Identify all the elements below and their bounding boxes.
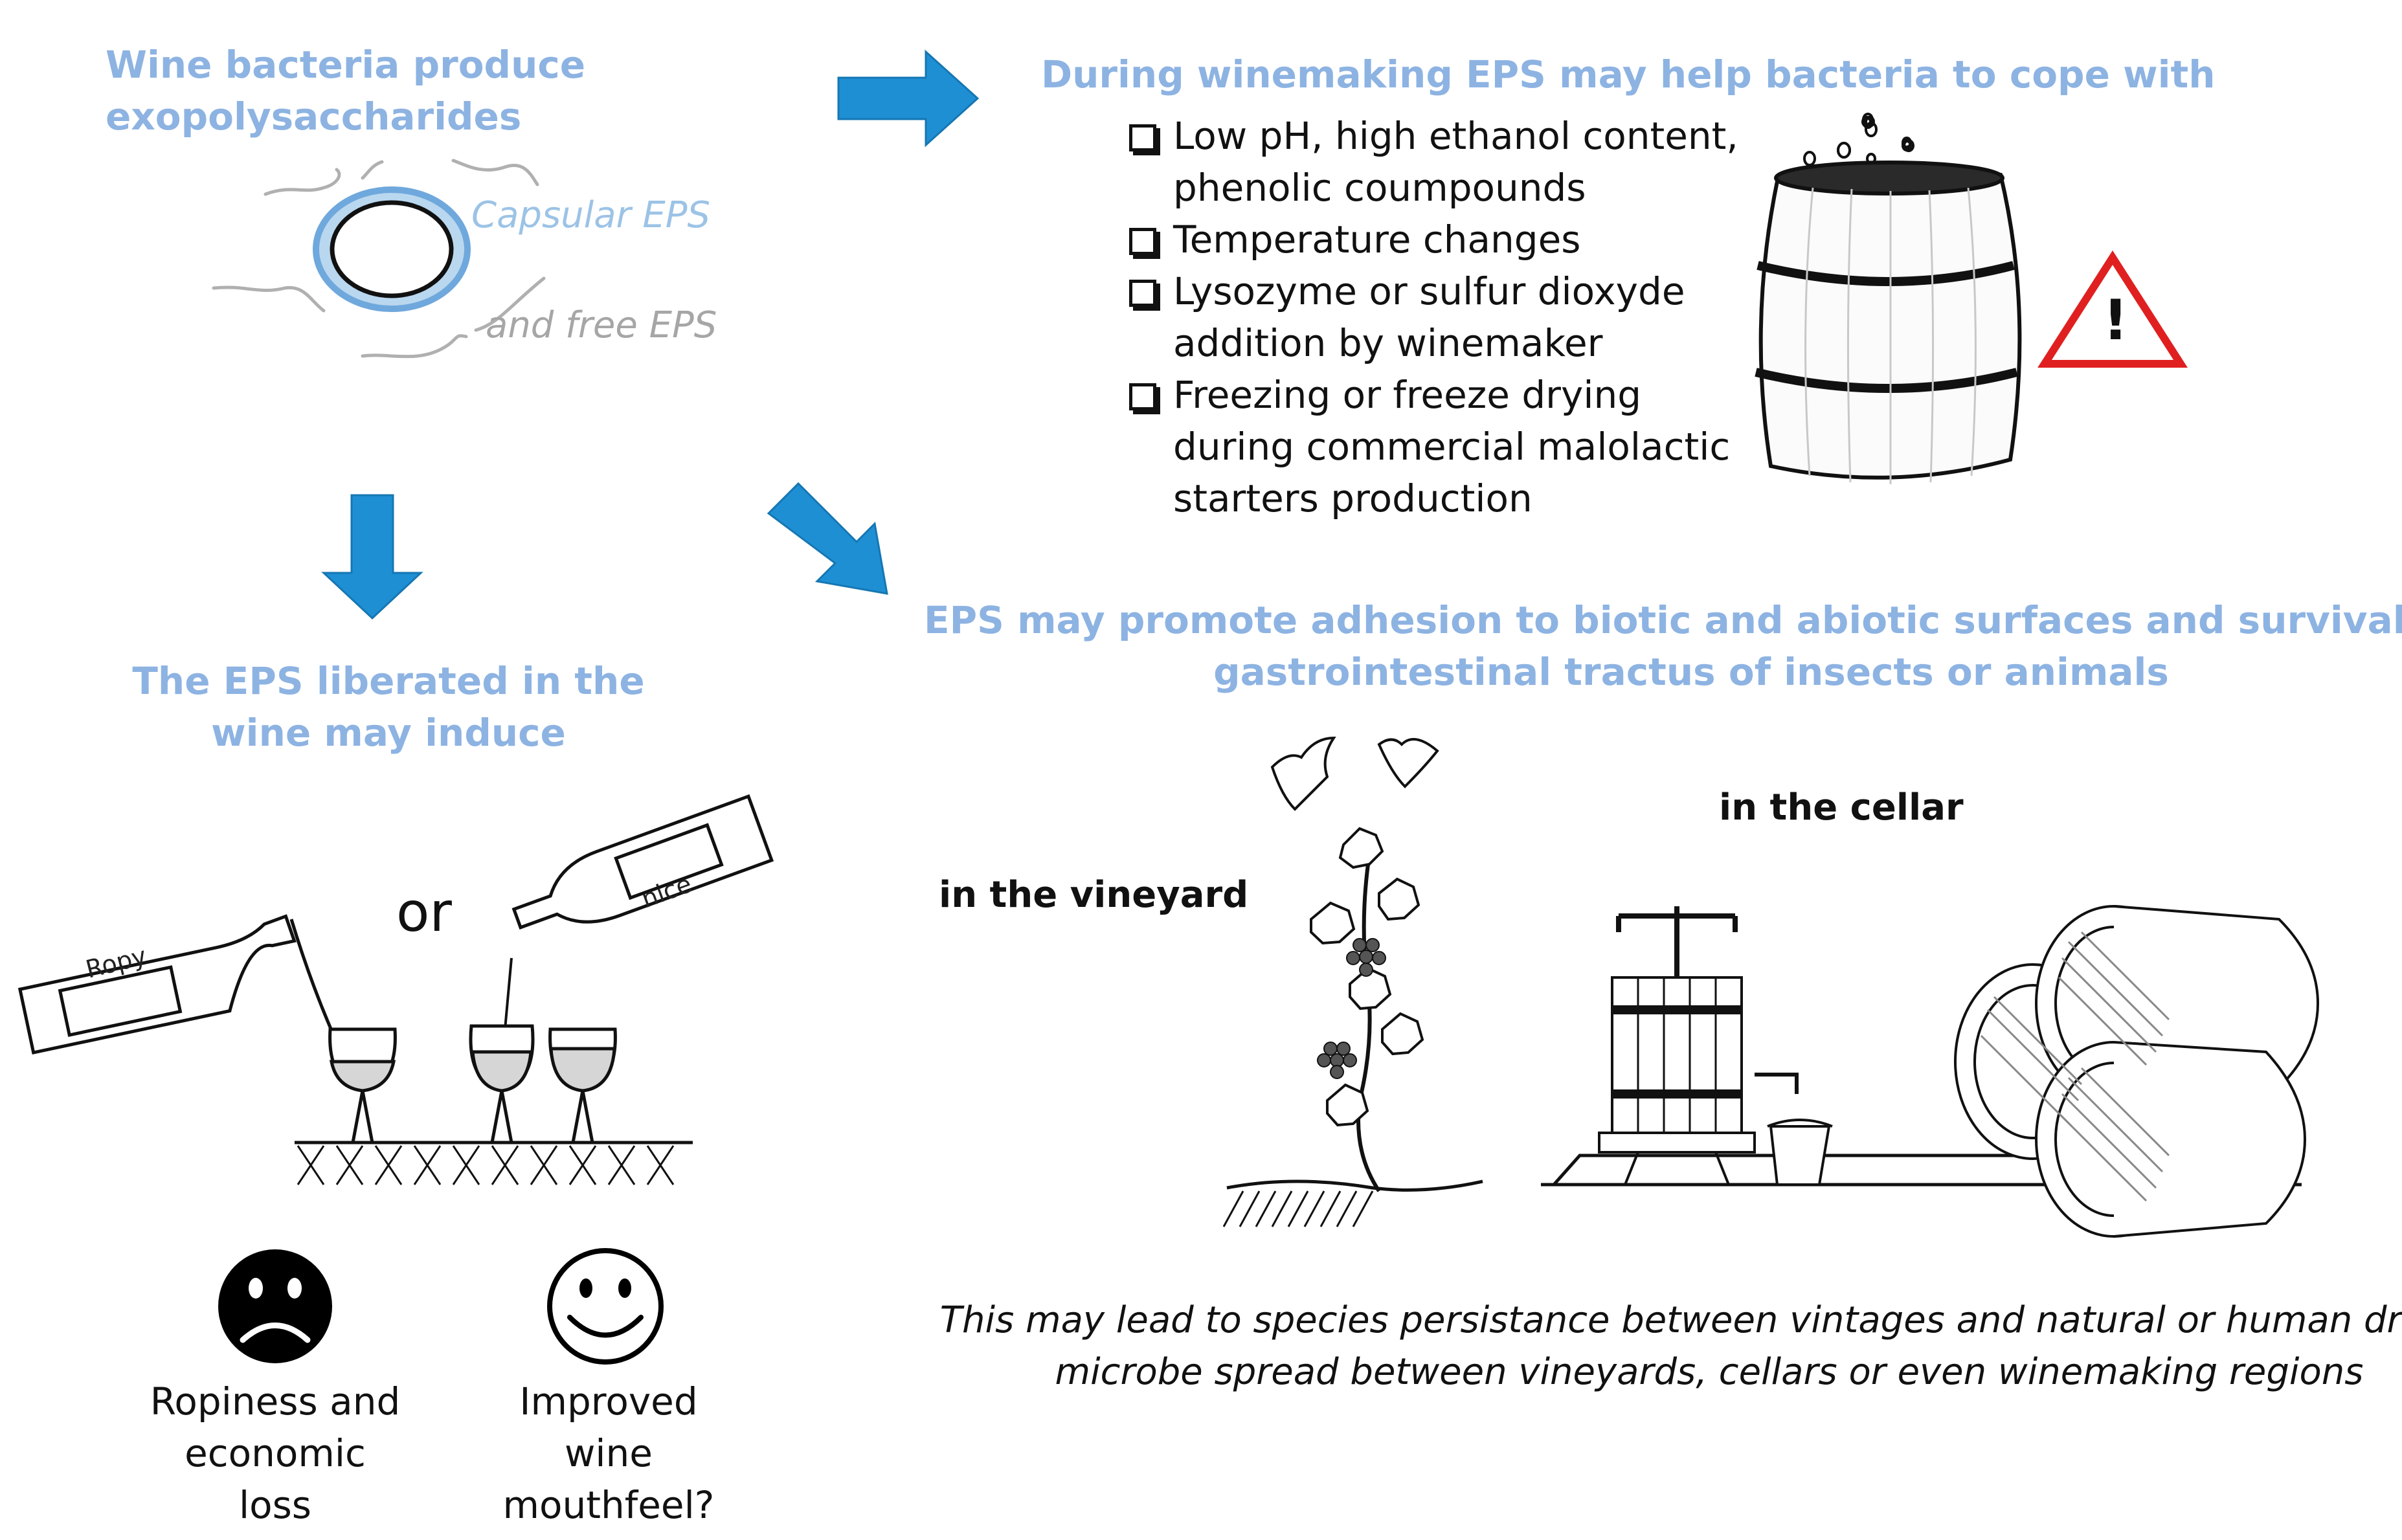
checkbox-icon <box>1129 280 1156 307</box>
outcome-good: Improved wine mouthfeel? <box>502 1379 715 1527</box>
eps-title-line2: exopolysaccharides <box>106 95 522 139</box>
vineyard-illustration <box>1222 736 1483 1227</box>
arrow-right-icon <box>837 49 980 148</box>
adhesion-title: EPS may promote adhesion to biotic and a… <box>924 594 2402 698</box>
stress-item: Low pH, high ethanol content,phenolic co… <box>1127 110 1738 214</box>
adhesion-title-line2: gastrointestinal tractus of insects or a… <box>1213 650 2169 694</box>
conclusion-text: This may lead to species persistance bet… <box>939 1299 2402 1393</box>
arrow-diagonal-icon <box>767 482 888 595</box>
vineyard-label: in the vineyard <box>939 874 1249 916</box>
checkbox-icon <box>1129 124 1156 151</box>
free-eps-label: and free EPS <box>486 304 717 346</box>
wine-pouring-illustration <box>17 794 774 1185</box>
eps-title-line1: Wine bacteria produce <box>106 43 586 87</box>
happy-face-icon <box>547 1248 664 1365</box>
checkbox-icon <box>1129 228 1156 255</box>
bacterium-eps-illustration <box>212 159 546 359</box>
cellar-label: in the cellar <box>1719 787 1964 829</box>
liberated-title-line1: The EPS liberated in the <box>132 659 645 703</box>
barrel-icon <box>1755 113 2022 484</box>
stress-list: Low pH, high ethanol content,phenolic co… <box>1127 110 1738 524</box>
liberated-title-line2: wine may induce <box>211 711 566 755</box>
capsular-eps-label: Capsular EPS <box>471 194 711 236</box>
stress-item: Temperature changes <box>1127 214 1738 265</box>
cellar-illustration <box>1541 905 2320 1238</box>
adhesion-title-line1: EPS may promote adhesion to biotic and a… <box>924 598 2402 642</box>
outcome-bad: Ropiness and economic loss <box>150 1379 401 1527</box>
winemaking-title: During winemaking EPS may help bacteria … <box>1041 52 2216 96</box>
sad-face-icon <box>218 1249 332 1363</box>
checkbox-icon <box>1129 383 1156 410</box>
arrow-down-icon <box>321 494 423 620</box>
eps-title: Wine bacteria produce exopolysaccharides <box>106 39 585 142</box>
liberated-title: The EPS liberated in the wine may induce <box>132 655 644 759</box>
warning-icon <box>2037 250 2188 368</box>
or-label: or <box>396 880 452 944</box>
warning-mark: ! <box>2103 288 2129 353</box>
